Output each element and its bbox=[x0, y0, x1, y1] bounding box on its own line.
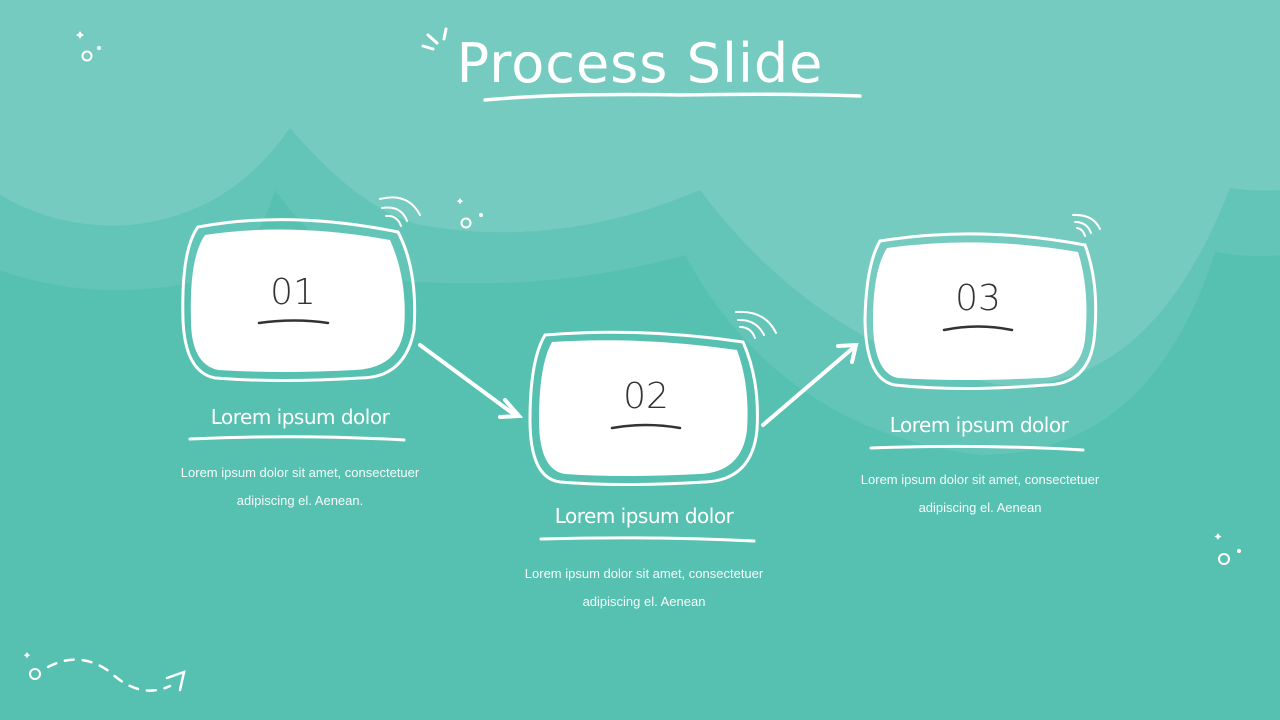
step-description-1-line-2: adipiscing el. Aenean. bbox=[236, 493, 364, 508]
heading-underline-1 bbox=[188, 435, 406, 442]
motion-lines-icon bbox=[1072, 213, 1101, 237]
step-number-3: 03 bbox=[955, 278, 1001, 319]
step-heading-1: Lorem ipsum dolor bbox=[210, 405, 390, 429]
title-underline bbox=[483, 92, 862, 102]
step-heading-3: Lorem ipsum dolor bbox=[889, 413, 1069, 437]
dashed-arrow-icon bbox=[23, 652, 186, 692]
sparkle-icon bbox=[1214, 533, 1241, 565]
step-description-3: Lorem ipsum dolor sit amet, consectetuer… bbox=[840, 466, 1120, 522]
step-description-3-line-2: adipiscing el. Aenean bbox=[918, 500, 1042, 515]
step-description-3-line-1: Lorem ipsum dolor sit amet, consectetuer bbox=[860, 472, 1100, 487]
step-description-1: Lorem ipsum dolor sit amet, consectetuer… bbox=[160, 459, 440, 515]
sparkle-icon bbox=[76, 31, 101, 62]
step-card-1 bbox=[181, 218, 417, 382]
motion-lines-icon bbox=[735, 310, 777, 339]
heading-underline-2 bbox=[539, 536, 756, 543]
page-title: Process Slide bbox=[456, 32, 824, 95]
step-description-2-line-1: Lorem ipsum dolor sit amet, consectetuer bbox=[524, 566, 764, 581]
step-description-1-line-1: Lorem ipsum dolor sit amet, consectetuer bbox=[180, 465, 420, 480]
sparkle-icon bbox=[456, 198, 483, 229]
step-number-2: 02 bbox=[623, 376, 669, 417]
motion-lines-icon bbox=[379, 196, 421, 227]
title-sparkle-icon bbox=[421, 27, 448, 51]
arrow-right-up-icon bbox=[761, 342, 859, 427]
step-heading-2: Lorem ipsum dolor bbox=[554, 504, 734, 528]
step-card-2 bbox=[528, 330, 759, 486]
step-card-3 bbox=[863, 232, 1098, 390]
arrow-right-down-icon bbox=[418, 343, 524, 419]
step-description-2: Lorem ipsum dolor sit amet, consectetuer… bbox=[504, 560, 784, 616]
heading-underline-3 bbox=[869, 444, 1085, 452]
step-number-1: 01 bbox=[270, 272, 316, 313]
step-description-2-line-2: adipiscing el. Aenean bbox=[582, 594, 706, 609]
